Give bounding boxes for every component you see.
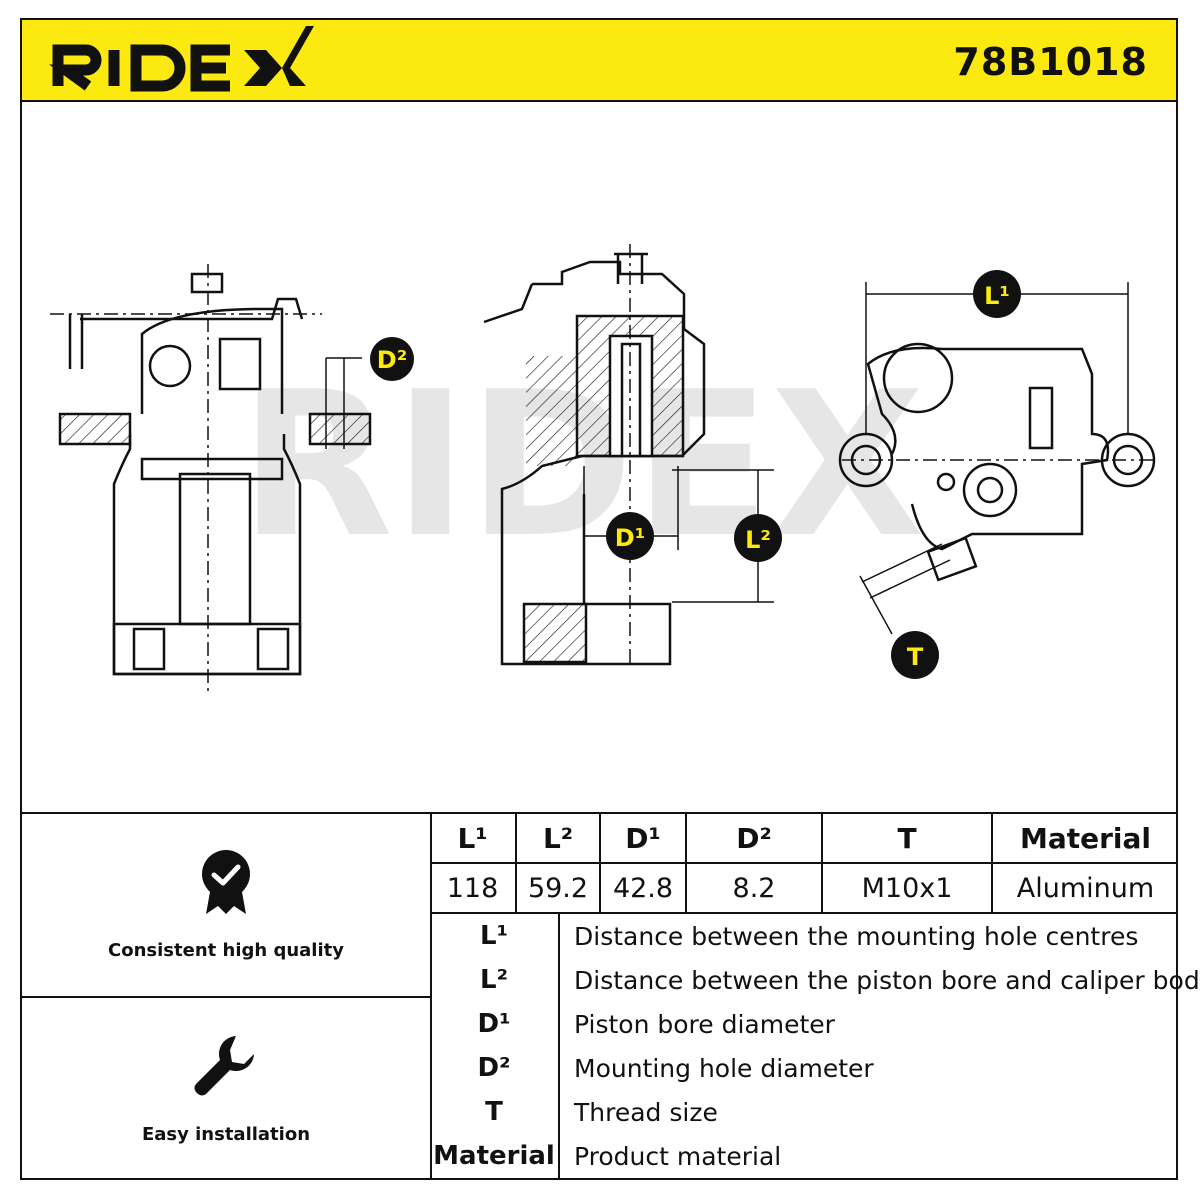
divider bbox=[20, 812, 1178, 814]
divider bbox=[430, 912, 1178, 914]
wrench-icon bbox=[194, 1036, 254, 1096]
legend-row: Material Product material bbox=[430, 1134, 1178, 1178]
callout-t: T bbox=[891, 631, 939, 679]
legend-desc: Thread size bbox=[574, 1097, 718, 1127]
dimension-d2 bbox=[325, 357, 362, 449]
legend-key: D¹ bbox=[430, 1002, 560, 1046]
svg-text:T: T bbox=[907, 643, 924, 671]
spec-header: Material bbox=[992, 814, 1178, 864]
legend-row: T Thread size bbox=[430, 1090, 1178, 1134]
spec-header: D² bbox=[686, 814, 823, 864]
svg-text:D¹: D¹ bbox=[615, 524, 645, 552]
spec-value: M10x1 bbox=[822, 863, 993, 912]
part-number: 78B1018 bbox=[953, 40, 1148, 84]
spec-header: L² bbox=[516, 814, 601, 864]
divider bbox=[20, 996, 430, 998]
legend-row: L² Distance between the piston bore and … bbox=[430, 958, 1200, 1002]
legend-key: L¹ bbox=[430, 914, 560, 958]
legend-key: T bbox=[430, 1090, 560, 1134]
spec-header: L¹ bbox=[430, 814, 517, 864]
spec-value: 59.2 bbox=[516, 863, 601, 912]
spec-header: D¹ bbox=[600, 814, 687, 864]
svg-text:D²: D² bbox=[377, 346, 407, 374]
legend-row: L¹ Distance between the mounting hole ce… bbox=[430, 914, 1178, 958]
ridex-logo bbox=[49, 26, 314, 92]
spec-value: 118 bbox=[430, 863, 517, 912]
legend-desc: Mounting hole diameter bbox=[574, 1053, 874, 1083]
header-bar: 78B1018 bbox=[20, 18, 1178, 102]
spec-value: Aluminum bbox=[1016, 872, 1155, 904]
callout-d2: D² bbox=[370, 337, 414, 381]
specs-table: L¹ L² D¹ D² T Material 118 59.2 42.8 8.2… bbox=[430, 814, 1178, 912]
callout-l1: L¹ bbox=[973, 270, 1021, 318]
legend-desc: Piston bore diameter bbox=[574, 1009, 835, 1039]
svg-text:L¹: L¹ bbox=[984, 282, 1010, 310]
svg-text:L²: L² bbox=[745, 526, 771, 554]
badge-label-installation: Easy installation bbox=[141, 1124, 311, 1145]
legend-row: D² Mounting hole diameter bbox=[430, 1046, 1178, 1090]
legend-desc: Distance between the mounting hole centr… bbox=[574, 921, 1139, 951]
legend-desc: Distance between the piston bore and cal… bbox=[574, 965, 1200, 995]
spec-value: 42.8 bbox=[600, 863, 687, 912]
technical-drawing: RIDEX D² bbox=[50, 244, 1156, 696]
badge-label-quality: Consistent high quality bbox=[108, 940, 344, 961]
legend-desc: Product material bbox=[574, 1141, 782, 1171]
legend-key: L² bbox=[430, 958, 560, 1002]
spec-value: 8.2 bbox=[686, 863, 823, 912]
legend-key: Material bbox=[430, 1134, 560, 1178]
legend-row: D¹ Piston bore diameter bbox=[430, 1002, 1178, 1046]
legend-key: D² bbox=[430, 1046, 560, 1090]
dimension-t bbox=[859, 543, 951, 635]
legend-table: L¹ Distance between the mounting hole ce… bbox=[430, 914, 1200, 1178]
callout-l2: L² bbox=[734, 514, 782, 562]
quality-badge-icon bbox=[202, 850, 250, 914]
callout-d1: D¹ bbox=[606, 512, 654, 560]
spec-header: T bbox=[822, 814, 993, 864]
